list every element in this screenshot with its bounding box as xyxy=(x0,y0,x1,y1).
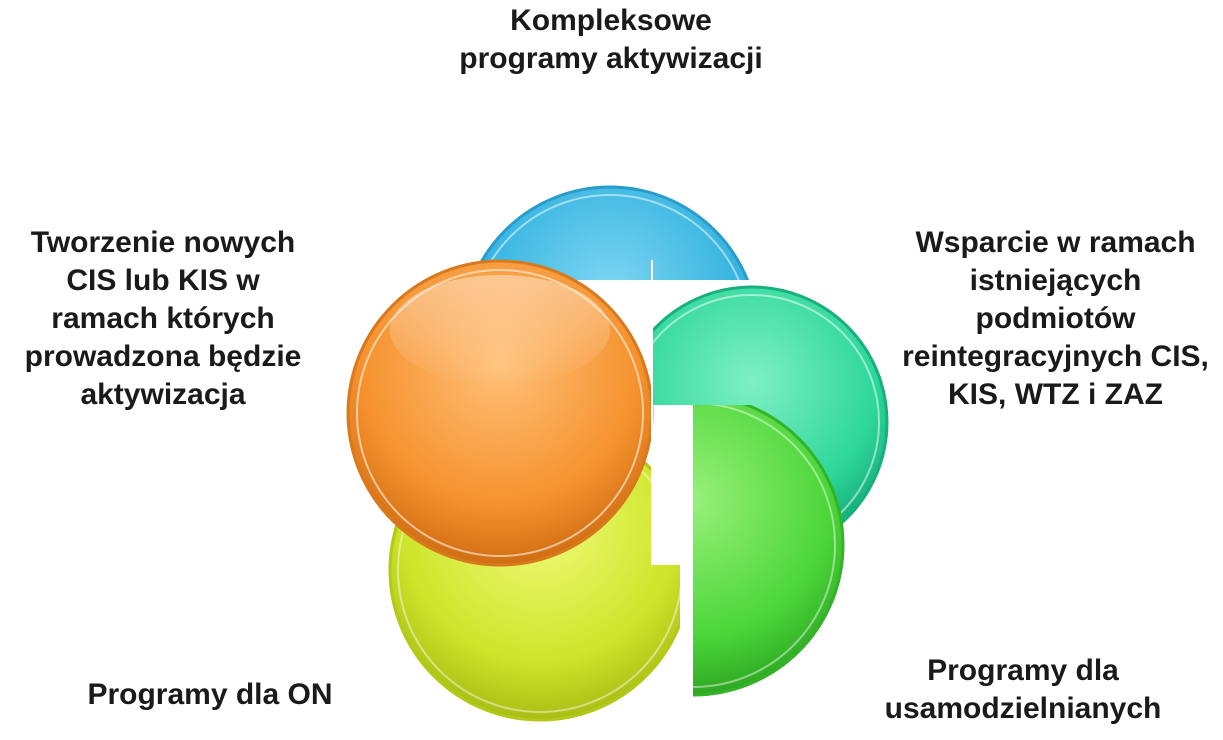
circle-bottom-right xyxy=(693,405,845,697)
label-bottom-right: Programy dla usamodzielnianych xyxy=(884,654,1162,725)
circle-left xyxy=(346,259,654,567)
circle-top xyxy=(471,185,749,280)
label-bottom-left: Programy dla ON xyxy=(87,678,333,711)
label-left: Tworzenie nowych CIS lub KIS w ramach kt… xyxy=(24,226,302,411)
label-right: Wsparcie w ramach istniejących podmiotów… xyxy=(902,226,1209,411)
label-top: Kompleksowe programy aktywizacji xyxy=(459,4,763,75)
